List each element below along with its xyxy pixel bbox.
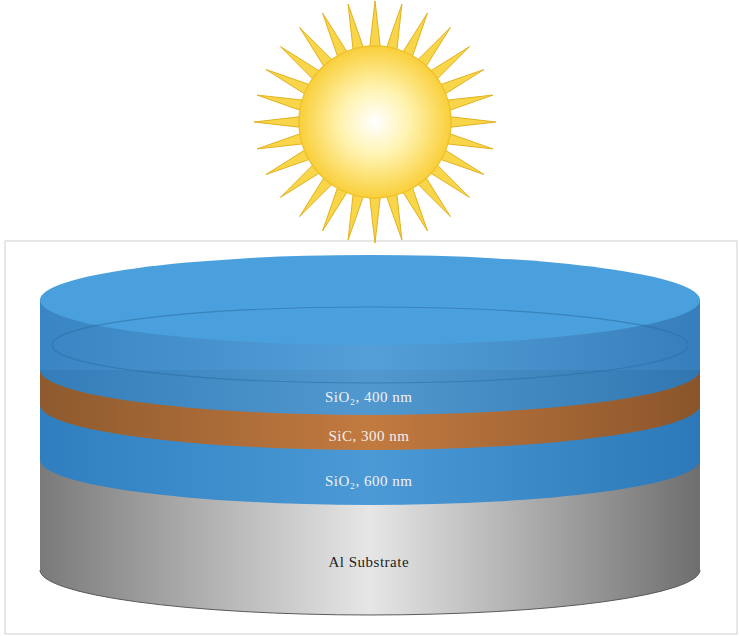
top-surface <box>40 255 700 345</box>
sun-ray <box>369 1 381 52</box>
layer-label: SiO₂, 600 nm <box>325 472 415 490</box>
layer-label: SiO₂, 400 nm <box>325 388 415 406</box>
sun-ray <box>369 192 381 243</box>
sun-ray <box>254 116 305 128</box>
layer-label: Al Substrate <box>329 553 412 571</box>
inner-edge <box>52 307 688 383</box>
sic-label-box: SiC, 300 nm <box>323 425 418 447</box>
sun-disc <box>299 46 451 198</box>
frame <box>5 241 737 634</box>
layer-label: SiC, 300 nm <box>329 427 412 445</box>
sun <box>254 1 496 243</box>
sio2-top-label-box: SiO₂, 400 nm <box>319 386 421 408</box>
sun-ray <box>445 116 496 128</box>
al-edge <box>40 570 700 615</box>
sio2-bottom-label-box: SiO₂, 600 nm <box>319 470 421 492</box>
al-label-box: Al Substrate <box>323 551 418 573</box>
